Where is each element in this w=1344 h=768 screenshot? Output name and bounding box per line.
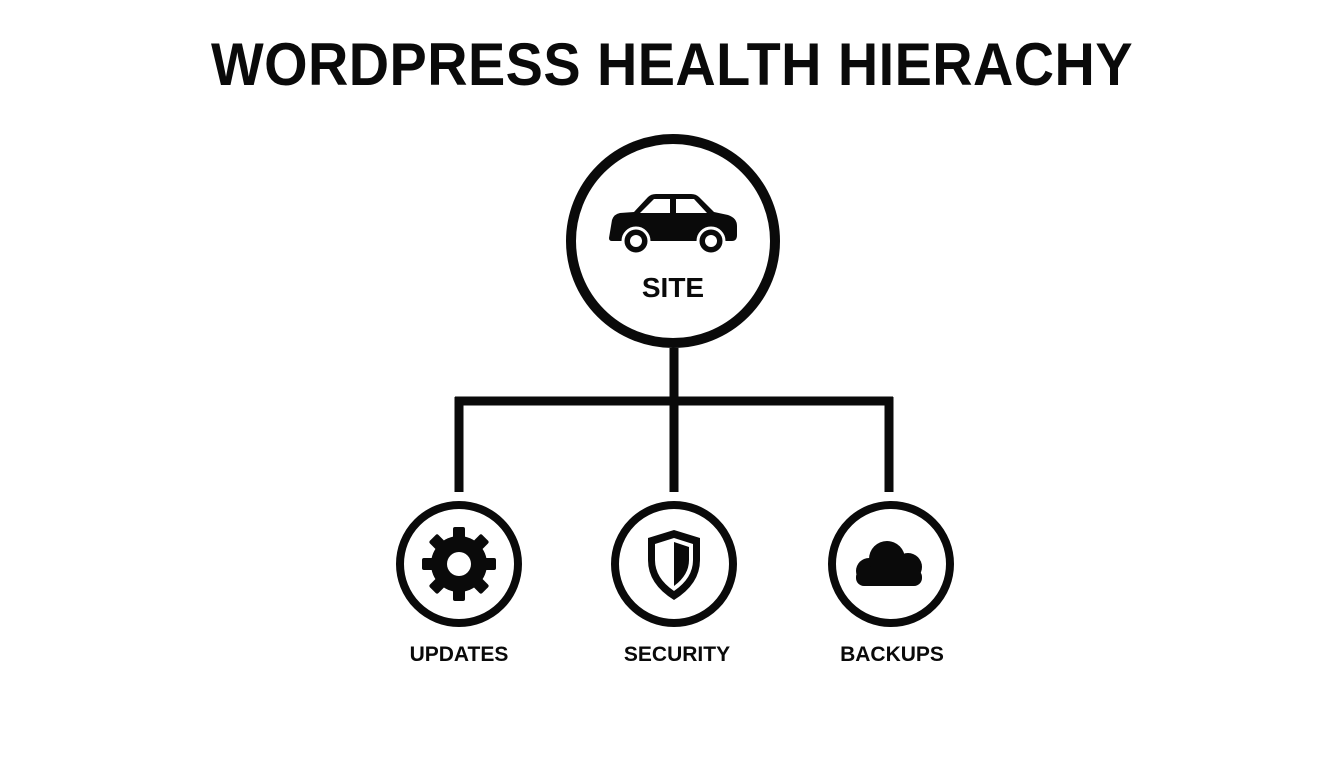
child-node-security [611,501,737,627]
child-label-security: SECURITY [623,643,731,666]
child-label-backups: BACKUPS [840,643,944,666]
child-node-updates [396,501,522,627]
root-label: SITE [641,272,705,303]
child-node-backups [828,501,954,627]
cloud-icon [856,541,922,586]
car-icon [609,194,737,256]
root-node-site: SITE [566,134,780,348]
diagram-title: WORDPRESS HEALTH HIERACHY [210,31,1134,98]
gear-icon [422,527,496,601]
child-label-updates: UPDATES [409,643,509,666]
shield-icon [648,530,700,600]
